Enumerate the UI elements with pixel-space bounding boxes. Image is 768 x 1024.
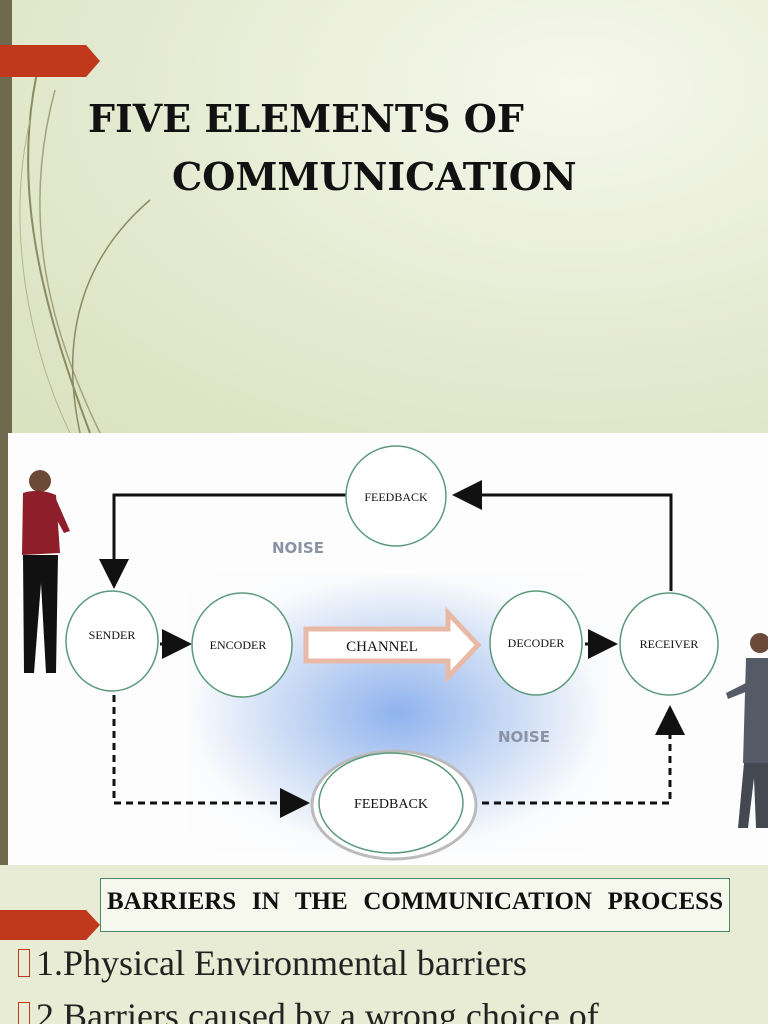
bullet-icon [18, 949, 30, 977]
feedback-arrow-to-top [458, 495, 671, 591]
section-tab-arrow [0, 910, 100, 940]
feedback-bottom-label: FEEDBACK [354, 797, 428, 812]
decoder-label: DECODER [508, 636, 565, 650]
dashed-arrow-to-receiver [482, 711, 670, 803]
diagram-svg: CHANNEL FEEDBACK SENDER ENCODER DECODER … [8, 433, 768, 865]
sender-person-icon [22, 470, 70, 673]
barriers-section: BARRIERS IN THE COMMUNICATION PROCESS 1.… [0, 865, 768, 1024]
receiver-person-icon [726, 633, 768, 828]
feedback-top-label: FEEDBACK [364, 490, 428, 504]
barrier-item-1: 1.Physical Environmental barriers [18, 942, 527, 984]
channel-label: CHANNEL [346, 639, 418, 655]
title-tab-arrow [0, 45, 100, 77]
noise-label-top: NOISE [272, 539, 324, 557]
barrier-item-1-text: 1.Physical Environmental barriers [36, 943, 527, 983]
encoder-label: ENCODER [210, 638, 267, 652]
sender-label: SENDER [89, 628, 136, 642]
barriers-heading-box: BARRIERS IN THE COMMUNICATION PROCESS [100, 878, 730, 932]
slide-title-line-2: COMMUNICATION [0, 158, 768, 196]
barrier-item-2: 2.Barriers caused by a wrong choice of [18, 995, 599, 1024]
dashed-arrow-to-feedback [114, 695, 304, 803]
barrier-item-2-text: 2.Barriers caused by a wrong choice of [36, 996, 599, 1024]
noise-label-bottom: NOISE [498, 728, 550, 746]
communication-diagram: CHANNEL FEEDBACK SENDER ENCODER DECODER … [8, 433, 768, 865]
receiver-label: RECEIVER [640, 637, 699, 651]
slide-title-area: FIVE ELEMENTS OF COMMUNICATION [0, 0, 768, 433]
bullet-icon [18, 1002, 30, 1024]
slide-title-line-1: FIVE ELEMENTS OF [0, 100, 768, 138]
